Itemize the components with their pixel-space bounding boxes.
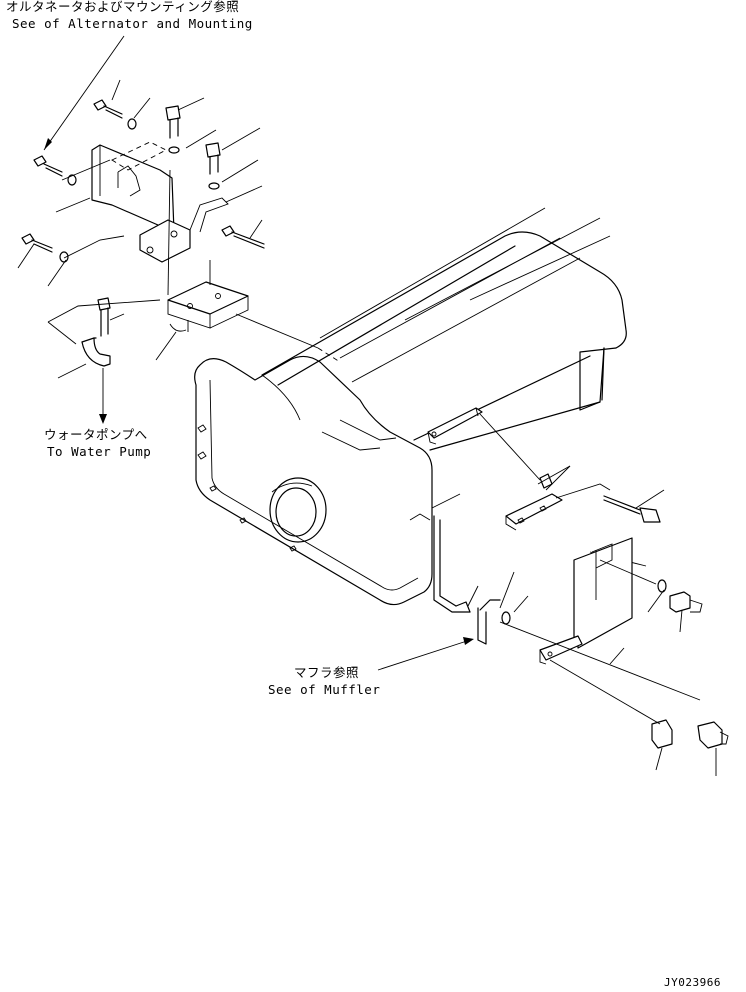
water-pump-label-ja: ウォータポンプへ — [44, 427, 148, 442]
arrow-to-muffler — [377, 637, 474, 671]
arrow-to-water-pump — [99, 368, 107, 424]
drawing-number: JY023966 — [664, 976, 721, 989]
muffler-reference-label-ja: マフラ参照 — [294, 665, 360, 680]
arrow-to-alternator — [43, 35, 125, 151]
alternator-reference-label-en: See of Alternator and Mounting — [12, 16, 253, 31]
upper-bracket-assembly — [91, 141, 249, 332]
water-pump-label-en: To Water Pump — [47, 444, 152, 459]
alternator-reference-label-ja: オルタネータおよびマウンティング参照 — [6, 0, 240, 14]
engine-block — [194, 207, 627, 606]
lower-bracket-assembly — [427, 407, 729, 776]
muffler-reference-label-en: See of Muffler — [268, 682, 381, 697]
reference-lines-upper — [47, 159, 341, 363]
bolt-set-upper — [21, 99, 265, 367]
part-leader-ticks — [17, 79, 263, 379]
